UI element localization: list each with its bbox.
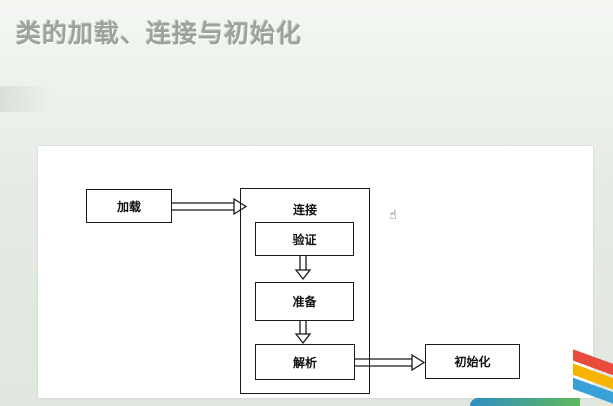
hand-cursor-icon: ☝	[389, 208, 397, 223]
link-container: 连接	[240, 188, 370, 394]
slide-title: 类的加载、连接与初始化	[16, 19, 303, 48]
resolve-box: 解析	[255, 344, 355, 380]
arrow-prepare-to-resolve	[294, 321, 312, 345]
side-decoration	[0, 86, 50, 112]
prepare-box: 准备	[255, 282, 354, 321]
load-box: 加载	[86, 189, 172, 223]
arrow-resolve-to-init	[355, 353, 426, 372]
verify-box: 验证	[255, 222, 354, 256]
decorative-pencils	[573, 326, 613, 406]
arrow-verify-to-prepare	[294, 256, 312, 281]
link-label: 连接	[292, 203, 317, 217]
arrow-load-to-link	[172, 197, 248, 216]
decorative-ribbon	[470, 398, 580, 406]
diagram-figure: 加载 连接 验证 准备 解析 初始化	[38, 146, 593, 398]
init-box: 初始化	[425, 344, 520, 379]
